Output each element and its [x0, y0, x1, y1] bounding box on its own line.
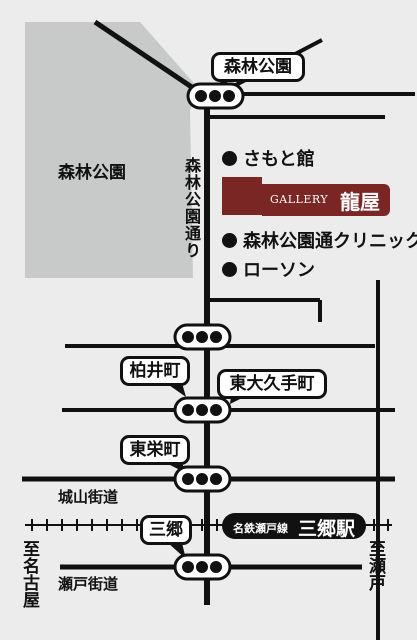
poi-dot-icon: [222, 151, 237, 166]
forest-park-area-label: 森林公園: [58, 163, 126, 183]
diagonal-road: [93, 19, 207, 99]
intersection-sango: 三郷: [140, 515, 192, 545]
shiroyama-road-label: 城山街道: [58, 488, 119, 506]
gallery-latin: GALLERY: [270, 193, 329, 206]
traffic-signal-icon: [173, 465, 232, 493]
direction-seto: 至瀬戸: [365, 540, 385, 591]
poi-dot-icon: [222, 233, 237, 248]
station-line: 名鉄瀬戸線: [233, 522, 288, 535]
traffic-signal-icon: [173, 396, 232, 424]
intersection-higashi-okute-cho: 東大久手町: [217, 369, 327, 399]
poi-dot-icon: [222, 262, 237, 277]
intersection-shinrin-koen: 森林公園: [211, 52, 305, 82]
direction-nagoya: 至名古屋: [19, 540, 39, 608]
gallery-name: 龍屋: [340, 190, 380, 214]
poi-lawson: ローソン: [222, 256, 315, 282]
station-name: 三郷駅: [298, 518, 356, 540]
gallery-label: GALLERY 龍屋: [262, 184, 390, 216]
traffic-signal-icon: [173, 323, 232, 351]
vertical-road-label: 森林公園通り: [182, 157, 201, 259]
forest-park-area: [25, 22, 200, 278]
station-badge: 名鉄瀬戸線 三郷駅: [222, 513, 366, 540]
seto-road-label: 瀬戸街道: [58, 575, 119, 593]
gallery-marker-icon: [222, 177, 262, 215]
poi-samoto: さもと館: [222, 145, 315, 171]
intersection-kashiwai-cho: 柏井町: [120, 356, 190, 386]
traffic-signal-icon: [186, 82, 245, 110]
traffic-signal-icon: [173, 553, 232, 581]
callout-pointer: [166, 383, 186, 397]
intersection-higashi-sakae-cho: 東栄町: [120, 435, 190, 465]
poi-clinic: 森林公園通クリニック: [222, 227, 417, 253]
